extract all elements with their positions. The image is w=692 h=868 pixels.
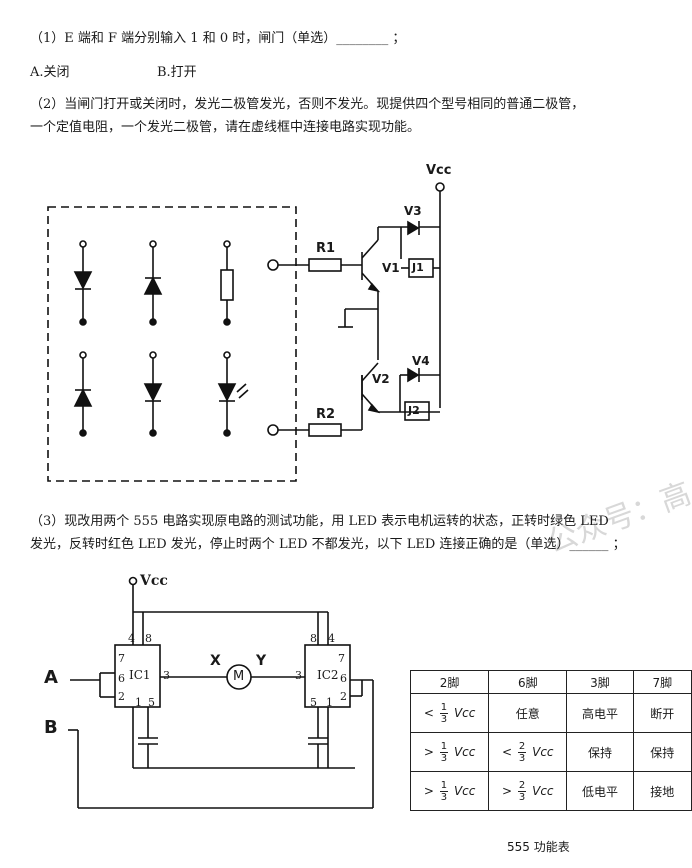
numerator: 1	[439, 701, 449, 714]
table-header-cell: 2脚	[409, 670, 490, 694]
v4-label: V4	[412, 354, 430, 368]
j1-label: J1	[412, 261, 424, 274]
numerator: 1	[439, 779, 449, 792]
table-cell: 低电平	[566, 771, 634, 811]
resistor	[220, 240, 234, 326]
led	[217, 351, 249, 437]
table-cell: 保持	[566, 732, 634, 772]
r1-label: R1	[316, 241, 336, 256]
denominator: 3	[440, 752, 448, 764]
unit: Vcc	[453, 705, 476, 720]
diode-2	[143, 240, 163, 326]
question-2-line-2: 一个定值电阻，一个发光二极管，请在虚线框中连接电路实现功能。	[30, 120, 421, 135]
option-b: B.打开	[157, 65, 197, 80]
ic1-pin-6: 6	[118, 672, 125, 685]
diode-4	[143, 351, 163, 437]
table-header-cell: 3脚	[566, 670, 634, 694]
ic2-pin-8: 8	[310, 632, 317, 645]
operator: <	[423, 705, 434, 720]
input-b-label: B	[44, 717, 58, 738]
input-a-label: A	[44, 667, 58, 688]
operator: >	[502, 783, 513, 798]
table-cell: 保持	[632, 732, 692, 772]
ic2-pin-5: 5	[310, 696, 317, 709]
x-label: X	[210, 653, 221, 669]
table-header-cell: 7脚	[632, 670, 692, 694]
ic2-pin-3: 3	[295, 669, 302, 682]
v3-label: V3	[404, 204, 422, 218]
operator: >	[423, 783, 434, 798]
table-caption: 555 功能表	[507, 840, 570, 854]
question-3-line-1: （3）现改用两个 555 电路实现原电路的测试功能，用 LED 表示电机运转的状…	[30, 514, 609, 529]
r2-label: R2	[316, 407, 336, 422]
j2-label: J2	[408, 404, 420, 417]
question-1-text: （1）E 端和 F 端分别输入 1 和 0 时，闸门（单选）________ ；	[30, 31, 406, 46]
motor-label: M	[233, 669, 245, 684]
vcc-label-2: Vcc	[140, 573, 168, 589]
ic1-pin-1: 1	[135, 696, 142, 709]
ic2-pin-7: 7	[338, 652, 345, 665]
unit: Vcc	[453, 783, 476, 798]
diode-3	[73, 351, 93, 437]
numerator: 1	[439, 740, 449, 753]
question-3-line-2: 发光，反转时红色 LED 发光，停止时两个 LED 不都发光，以下 LED 连接…	[30, 537, 626, 552]
ic2-label: IC2	[317, 668, 339, 682]
table-header-row: 2脚 6脚 3脚 7脚	[409, 670, 692, 694]
ic1-pin-5: 5	[148, 696, 155, 709]
question-2-line-1: （2）当闸门打开或关闭时，发光二极管发光，否则不发光。现提供四个型号相同的普通二…	[30, 97, 585, 112]
ic1-pin-8: 8	[145, 632, 152, 645]
ic2-pin-4: 4	[328, 632, 335, 645]
ic1-label: IC1	[129, 668, 151, 682]
ic2-pin-2: 2	[340, 690, 347, 703]
table-cell: 高电平	[566, 693, 634, 733]
ic2-pin-1: 1	[326, 696, 333, 709]
numerator: 2	[517, 779, 527, 792]
table-cell: 接地	[632, 771, 692, 811]
numerator: 2	[517, 740, 527, 753]
denominator: 3	[440, 713, 448, 725]
vcc-label-1: Vcc	[426, 163, 452, 178]
y-label: Y	[256, 653, 267, 669]
denominator: 3	[518, 752, 526, 764]
unit: Vcc	[532, 744, 554, 759]
v2-label: V2	[372, 372, 390, 386]
diode-1	[73, 240, 93, 326]
operator: <	[502, 744, 513, 759]
ic1-pin-7: 7	[118, 652, 125, 665]
ic1-pin-2: 2	[118, 690, 125, 703]
ic1-pin-3: 3	[163, 669, 170, 682]
operator: >	[423, 744, 434, 759]
table-cell: 断开	[632, 693, 692, 733]
denominator: 3	[440, 791, 448, 803]
unit: Vcc	[532, 783, 554, 798]
table-header-cell: 6脚	[488, 670, 568, 694]
option-a: A.关闭	[30, 65, 70, 80]
v1-label: V1	[382, 261, 400, 275]
table-cell: 任意	[488, 693, 568, 733]
dashed-component-box	[47, 206, 297, 482]
ic2-pin-6: 6	[340, 672, 347, 685]
denominator: 3	[518, 791, 526, 803]
unit: Vcc	[453, 744, 476, 759]
ic1-pin-4: 4	[128, 632, 135, 645]
